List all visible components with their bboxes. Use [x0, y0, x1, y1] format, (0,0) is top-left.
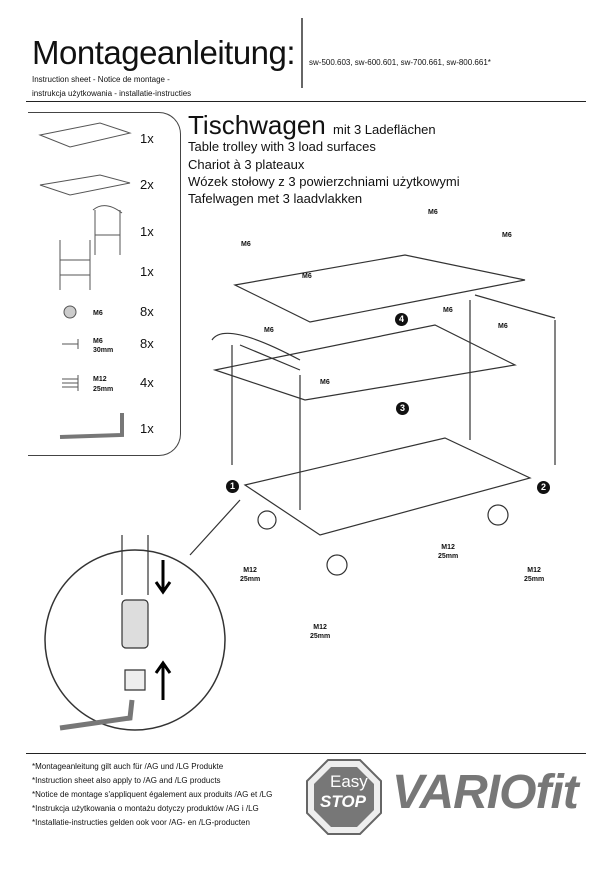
screw-m12-label: M12	[93, 376, 107, 383]
label-m12: M12 25mm	[310, 623, 330, 641]
bolt-type: M12	[441, 544, 455, 551]
qty-handle-frame: 1x	[140, 224, 154, 239]
label-m12: M12 25mm	[438, 543, 458, 561]
step-3-badge: 3	[396, 402, 409, 415]
parts-list	[28, 112, 181, 456]
bolt-type: M12	[313, 624, 327, 631]
footer-note-en: *Instruction sheet also apply to /AG and…	[32, 776, 221, 785]
label-m6: M6	[428, 209, 438, 216]
label-m6: M6	[302, 273, 312, 280]
product-line-nl: Tafelwagen met 3 laadvlakken	[188, 191, 363, 206]
arrow-up-icon	[154, 660, 172, 700]
page-title: Montageanleitung:	[32, 34, 296, 71]
bolt-size: 25mm	[310, 633, 331, 640]
screw-m6-label: M6	[93, 338, 103, 345]
qty-allen-key: 1x	[140, 421, 154, 436]
qty-end-frame: 1x	[140, 264, 154, 279]
qty-screw-m6: 8x	[140, 336, 154, 351]
footer-rule	[26, 753, 586, 754]
bottom-shelf	[243, 437, 532, 536]
nut-icon	[63, 305, 77, 319]
product-line-fr: Chariot à 3 plateaux	[188, 157, 305, 172]
label-m6: M6	[443, 307, 453, 314]
bolt-size: 25mm	[524, 576, 545, 583]
detail-tube	[121, 535, 149, 595]
bolt-type: M12	[527, 567, 541, 574]
allen-key-icon	[59, 413, 124, 439]
qty-screw-m12: 4x	[140, 375, 154, 390]
product-line-pl: Wózek stołowy z 3 powierzchniami użytkow…	[188, 174, 460, 189]
detail-allen-key	[59, 699, 135, 731]
footer-note-de: *Montageanleitung gilt auch für /AG und …	[32, 762, 224, 771]
caster-wheel	[487, 504, 509, 526]
qty-nut: 8x	[140, 304, 154, 319]
footer-note-pl: *Instrukcja użytkowania o montażu dotycz…	[32, 804, 259, 813]
middle-shelf	[212, 324, 517, 401]
end-frame-icon	[59, 240, 91, 290]
bolt-type: M12	[243, 567, 257, 574]
header-divider	[301, 18, 303, 88]
product-name-suffix: mit 3 Ladeflächen	[333, 122, 436, 137]
subtitle-line-1: Instruction sheet - Notice de montage -	[32, 75, 170, 84]
screw-m12-size: 25mm	[93, 386, 114, 393]
model-numbers: sw-500.603, sw-600.601, sw-700.661, sw-8…	[309, 58, 491, 67]
detail-foot	[121, 599, 149, 649]
header-rule	[26, 101, 586, 102]
detail-screw	[124, 669, 146, 691]
bolt-size: 25mm	[438, 553, 459, 560]
product-title: Tischwagen mit 3 Ladeflächen	[188, 110, 436, 141]
caster-wheel	[257, 510, 277, 530]
handle-frame-icon	[92, 205, 123, 255]
bolt-size: 25mm	[240, 576, 261, 583]
screw-m6-icon	[62, 339, 79, 349]
easy-stop-logo	[306, 759, 382, 835]
label-m6: M6	[502, 232, 512, 239]
handle	[211, 332, 301, 371]
step-2-badge: 2	[537, 481, 550, 494]
base-frame-icon	[38, 122, 132, 148]
product-line-en: Table trolley with 3 load surfaces	[188, 139, 376, 154]
arrow-down-icon	[154, 560, 172, 595]
parts-illustrations	[38, 122, 132, 439]
logo-easy: Easy	[330, 772, 368, 791]
label-m12: M12 25mm	[240, 566, 260, 584]
logo-stop: STOP	[320, 792, 366, 811]
subtitle-line-2: instrukcja użytkowania - installatie-ins…	[32, 89, 192, 98]
step-1-badge: 1	[226, 480, 239, 493]
footer-note-nl: *Installatie-instructies gelden ook voor…	[32, 818, 250, 827]
label-m12: M12 25mm	[524, 566, 544, 584]
top-shelf	[233, 254, 526, 323]
label-m6: M6	[498, 323, 508, 330]
detail-pointer	[189, 499, 241, 556]
nut-label: M6	[93, 310, 103, 317]
step-4-badge: 4	[395, 313, 408, 326]
screw-m12-icon	[62, 375, 79, 391]
product-name: Tischwagen	[188, 110, 326, 140]
caster-wheel	[326, 554, 348, 576]
label-m6: M6	[264, 327, 274, 334]
footer-note-fr: *Notice de montage s'appliquent égalemen…	[32, 790, 273, 799]
brand-logo: VARIOfit	[392, 766, 579, 819]
label-m6: M6	[241, 241, 251, 248]
qty-base-frame: 1x	[140, 131, 154, 146]
frame-legs	[231, 294, 556, 510]
screw-m6-size: 30mm	[93, 347, 114, 354]
detail-circle	[44, 549, 226, 731]
label-m6: M6	[320, 379, 330, 386]
qty-shelf: 2x	[140, 177, 154, 192]
shelf-icon	[39, 174, 131, 196]
